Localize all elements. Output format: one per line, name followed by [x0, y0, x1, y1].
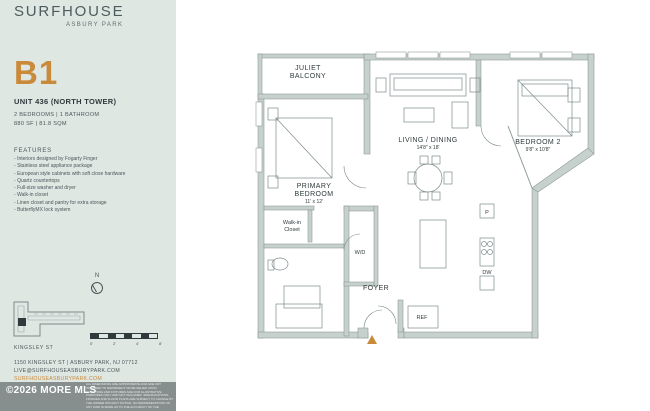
brand-name: SURFHOUSE: [14, 3, 125, 20]
angled-wall: [531, 147, 595, 193]
label-wd: W/D: [355, 250, 366, 256]
label-juliet-1: JULIET: [295, 65, 321, 72]
features-list: Interiors designed by Fogarty Finger Sta…: [14, 156, 125, 214]
feature-item: Interiors designed by Fogarty Finger: [14, 156, 125, 163]
building-keymap: [13, 301, 85, 337]
label-bedroom-2: BEDROOM 2: [515, 139, 561, 146]
label-closet-2: Closet: [284, 227, 300, 233]
features-title: FEATURES: [14, 148, 52, 154]
email-link[interactable]: LIVE@SURFHOUSEASBURYPARK.COM: [14, 368, 121, 374]
feature-item: ButterflyMX lock system: [14, 207, 125, 214]
compass-label: N: [94, 273, 100, 279]
label-primary-2: BEDROOM: [295, 191, 334, 198]
label-foyer: FOYER: [363, 285, 389, 292]
compass-ring: [91, 282, 103, 294]
plan-code: B1: [14, 54, 59, 91]
feature-item: Stainless steel appliance package: [14, 163, 125, 170]
windows: [255, 51, 573, 173]
feature-item: Quartz countertops: [14, 178, 125, 185]
dim-bedroom-2: 9'8" x 10'8": [526, 147, 551, 153]
unit-rooms: 2 BEDROOMS | 1 BATHROOM: [14, 112, 100, 118]
feature-item: Walk-in closet: [14, 192, 125, 199]
website-link[interactable]: SURFHOUSEASBURYPARK.COM: [14, 376, 102, 382]
brand-location: ASBURY PARK: [66, 22, 124, 28]
furniture: [267, 73, 581, 329]
label-ref: REF: [417, 315, 429, 321]
feature-item: Linen closet and pantry for extra storag…: [14, 200, 125, 207]
scale-segments: [90, 333, 158, 339]
label-primary-1: PRIMARY: [297, 183, 332, 190]
compass-icon: N: [90, 273, 104, 299]
entry-arrow-icon: [367, 335, 377, 344]
unit-area: 880 SF | 81.8 SQM: [14, 121, 67, 127]
info-panel: SURFHOUSE ASBURY PARK B1 UNIT 436 (NORTH…: [0, 0, 176, 411]
unit-name: UNIT 436 (NORTH TOWER): [14, 97, 117, 106]
dim-primary: 11' x 12': [305, 199, 323, 205]
dim-living: 14'8" x 18': [417, 145, 440, 151]
scale-bar: 0' 2' 4' 8': [90, 333, 162, 349]
disclaimer: ALL DIMENSIONS ARE APPROXIMATE AND ARE N…: [86, 383, 174, 409]
label-juliet-2: BALCONY: [290, 73, 326, 80]
label-closet-1: Walk-in: [283, 220, 301, 226]
scale-ticks: 0' 2' 4' 8': [90, 341, 162, 346]
feature-item: Full-size washer and dryer: [14, 185, 125, 192]
street-label: KINGSLEY ST: [14, 345, 54, 351]
floor-plan: JULIET BALCONY LIVING / DINING 14'8" x 1…: [255, 51, 595, 339]
watermark: ©2026 MORE MLS ALL DIMENSIONS ARE APPROX…: [0, 382, 176, 411]
walls: [257, 53, 595, 339]
doors: [343, 125, 502, 329]
label-pantry: P: [485, 210, 489, 216]
watermark-text: ©2026 MORE MLS: [6, 385, 97, 396]
label-living: LIVING / DINING: [398, 137, 457, 144]
label-dw: DW: [482, 270, 492, 276]
feature-item: European style cabinets with soft close …: [14, 171, 125, 178]
address: 1150 KINGSLEY ST | ASBURY PARK, NJ 07712: [14, 360, 138, 366]
